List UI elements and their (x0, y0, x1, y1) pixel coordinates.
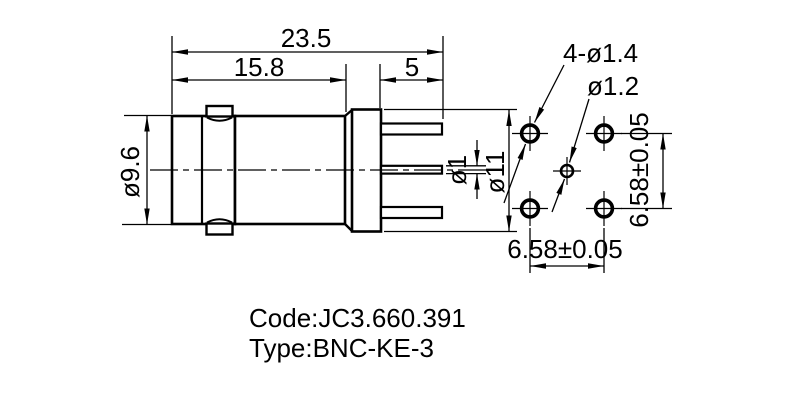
dim-body-length-label: 15.8 (234, 52, 285, 82)
bayonet-lug-bottom (205, 222, 234, 236)
dim-hole-pitch-vertical: 6.58±0.05 (621, 112, 672, 228)
connector-side-view (150, 104, 486, 236)
dim-hole-pitch-horizontal: 6.58±0.05 (507, 228, 623, 273)
dim-flange-diameter-label: ø11 (480, 151, 510, 194)
center-hole-label: ø1.2 (587, 71, 639, 101)
dim-body-length: 15.8 (172, 52, 346, 83)
dim-pin-length-label: 5 (405, 52, 419, 82)
pitch-vertical-label: 6.58±0.05 (624, 112, 654, 227)
code-text: Code:JC3.660.391 (249, 303, 466, 333)
dim-total-length: 23.5 (172, 23, 443, 55)
corner-holes-callout: 4-ø1.4 (503, 38, 638, 204)
leader-line (568, 98, 590, 163)
dim-total-length-label: 23.5 (281, 23, 332, 53)
bayonet-lug-bottom-arc (206, 218, 233, 224)
bayonet-lug-top-arc (206, 116, 233, 122)
dim-flange-diameter: ø11 (480, 110, 512, 232)
hole-bottom-left (512, 191, 548, 226)
bayonet-lug-top (205, 104, 234, 118)
leader-line (533, 64, 565, 123)
type-text: Type:BNC-KE-3 (249, 333, 434, 363)
leader-line (503, 143, 527, 204)
hole-bottom-right (586, 191, 622, 226)
pin-bottom (379, 205, 444, 220)
title-block: Code:JC3.660.391 Type:BNC-KE-3 (249, 303, 466, 363)
hole-center (553, 157, 581, 185)
pcb-footprint: 4-ø1.4 ø1.2 6.58±0.05 6.58±0.05 (503, 38, 672, 273)
dim-body-diameter: ø9.6 (115, 115, 150, 225)
dim-pin-diameter: ø1 (442, 140, 480, 199)
pitch-horizontal-label: 6.58±0.05 (507, 234, 622, 264)
dim-pin-diameter-label: ø1 (442, 155, 472, 185)
hole-top-right (586, 116, 622, 151)
pin-top (379, 122, 444, 136)
hole-top-left (512, 116, 548, 151)
center-hole-callout: ø1.2 (551, 71, 639, 213)
dim-body-diameter-label: ø9.6 (115, 146, 145, 198)
dimensions-side-view: 23.5 15.8 5 ø9.6 ø1 ø11 (115, 23, 517, 233)
dim-pin-length: 5 (380, 52, 443, 83)
corner-holes-label: 4-ø1.4 (563, 38, 638, 68)
leader-line (551, 178, 566, 213)
